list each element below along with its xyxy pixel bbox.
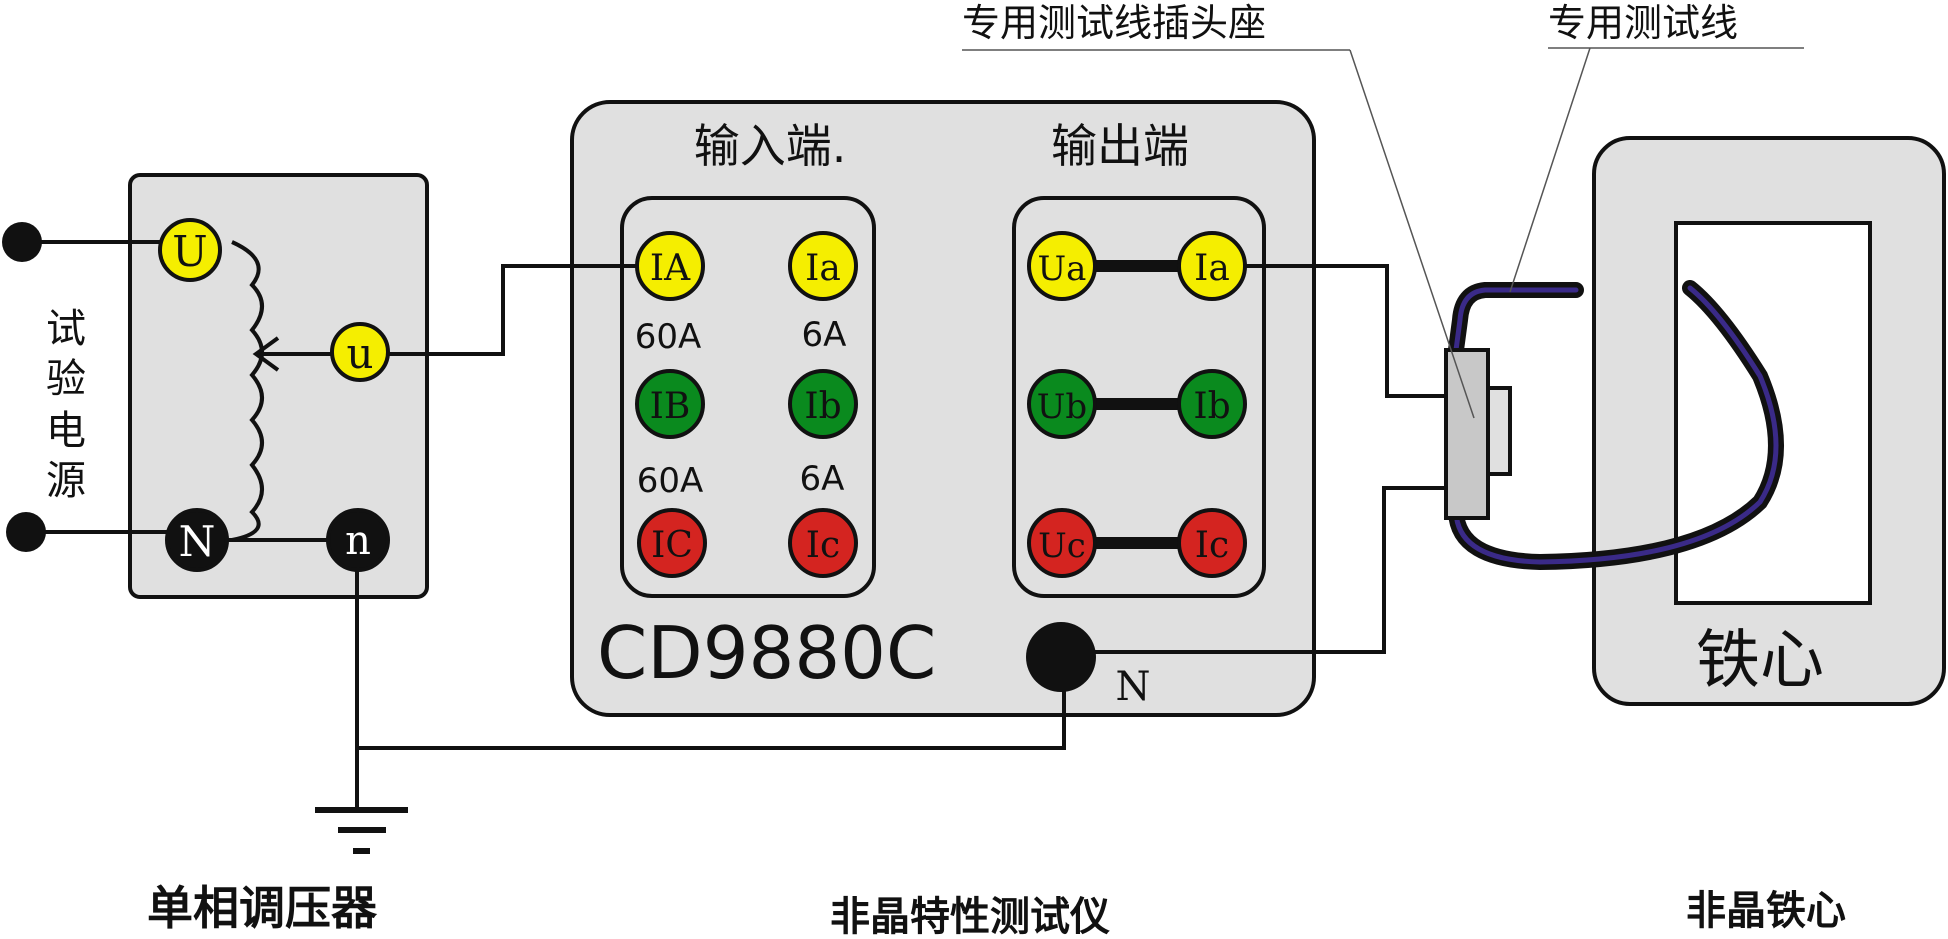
regulator-terminal-n: n — [326, 508, 390, 572]
svg-text:Ia: Ia — [1194, 248, 1230, 289]
input-terminal-IB: IB — [635, 369, 705, 439]
svg-text:IB: IB — [650, 386, 691, 427]
power-source-label-2: 验 — [46, 356, 86, 402]
range-label-C-low: 6A — [800, 459, 845, 499]
test-lead-callout: 专用测试线 — [1548, 1, 1738, 45]
output-terminal-Ic: Ic — [1177, 508, 1247, 578]
power-source-label-4: 源 — [46, 458, 86, 504]
regulator-terminal-u: u — [330, 322, 390, 382]
output-terminal-Ub: Ub — [1027, 369, 1097, 439]
wires — [22, 240, 1446, 810]
input-side-label: 输入端. — [694, 119, 847, 173]
power-source-label-1: 试 — [46, 306, 86, 352]
output-terminal-Ib: Ib — [1177, 369, 1247, 439]
regulator-terminal-U: U — [158, 218, 222, 282]
input-terminal-IA: IA — [635, 231, 705, 301]
range-label-B-high: 60A — [635, 317, 702, 357]
test-socket-callout: 专用测试线插头座 — [962, 1, 1266, 45]
core-label: 铁心 — [1696, 624, 1824, 698]
regulator-coil — [231, 240, 264, 542]
svg-text:IC: IC — [651, 525, 693, 566]
svg-text:Ua: Ua — [1038, 249, 1087, 289]
svg-text:U: U — [172, 227, 207, 276]
regulator-terminal-N: N — [165, 508, 229, 572]
regulator-wiper-arrow — [252, 336, 340, 372]
tester-neutral-label: N — [1116, 664, 1151, 710]
output-terminal-Uc: Uc — [1027, 508, 1097, 578]
output-side-label: 输出端 — [1051, 119, 1189, 173]
range-label-B-low: 6A — [802, 315, 847, 355]
test-lead-callout-leader — [1509, 47, 1591, 293]
svg-text:Ic: Ic — [806, 525, 840, 566]
svg-text:Ub: Ub — [1037, 387, 1087, 427]
svg-text:Uc: Uc — [1038, 526, 1086, 566]
tester-neutral-terminal — [1026, 622, 1096, 692]
svg-text:N: N — [179, 517, 216, 566]
svg-text:u: u — [346, 329, 373, 378]
svg-text:Ia: Ia — [805, 248, 841, 289]
test-socket-callout-leader — [1349, 49, 1475, 419]
test-socket-body — [1444, 348, 1490, 520]
input-terminal-IC: IC — [637, 508, 707, 578]
input-terminal-Ia: Ia — [788, 231, 858, 301]
output-terminal-Ua: Ua — [1027, 231, 1097, 301]
ground-symbol — [315, 807, 408, 854]
regulator-caption: 单相调压器 — [147, 881, 378, 935]
svg-text:Ic: Ic — [1195, 525, 1229, 566]
svg-text:n: n — [345, 518, 371, 564]
input-terminal-Ic: Ic — [788, 508, 858, 578]
power-source-label-3: 电 — [46, 408, 86, 454]
power-source-terminal-top — [2, 222, 42, 262]
model-label: CD9880C — [597, 611, 936, 695]
regulator-panel — [128, 173, 429, 599]
test-lead-cable — [1453, 285, 1779, 565]
power-source-terminal-bottom — [6, 512, 46, 552]
output-terminal-Ia: Ia — [1177, 231, 1247, 301]
range-label-C-high: 60A — [637, 461, 704, 501]
test-socket-tab — [1486, 386, 1512, 476]
svg-text:Ib: Ib — [804, 386, 841, 427]
input-terminal-Ib: Ib — [788, 369, 858, 439]
svg-text:Ib: Ib — [1193, 386, 1230, 427]
svg-text:IA: IA — [650, 248, 691, 289]
core-caption: 非晶铁心 — [1686, 888, 1846, 934]
tester-caption: 非晶特性测试仪 — [830, 894, 1110, 939]
